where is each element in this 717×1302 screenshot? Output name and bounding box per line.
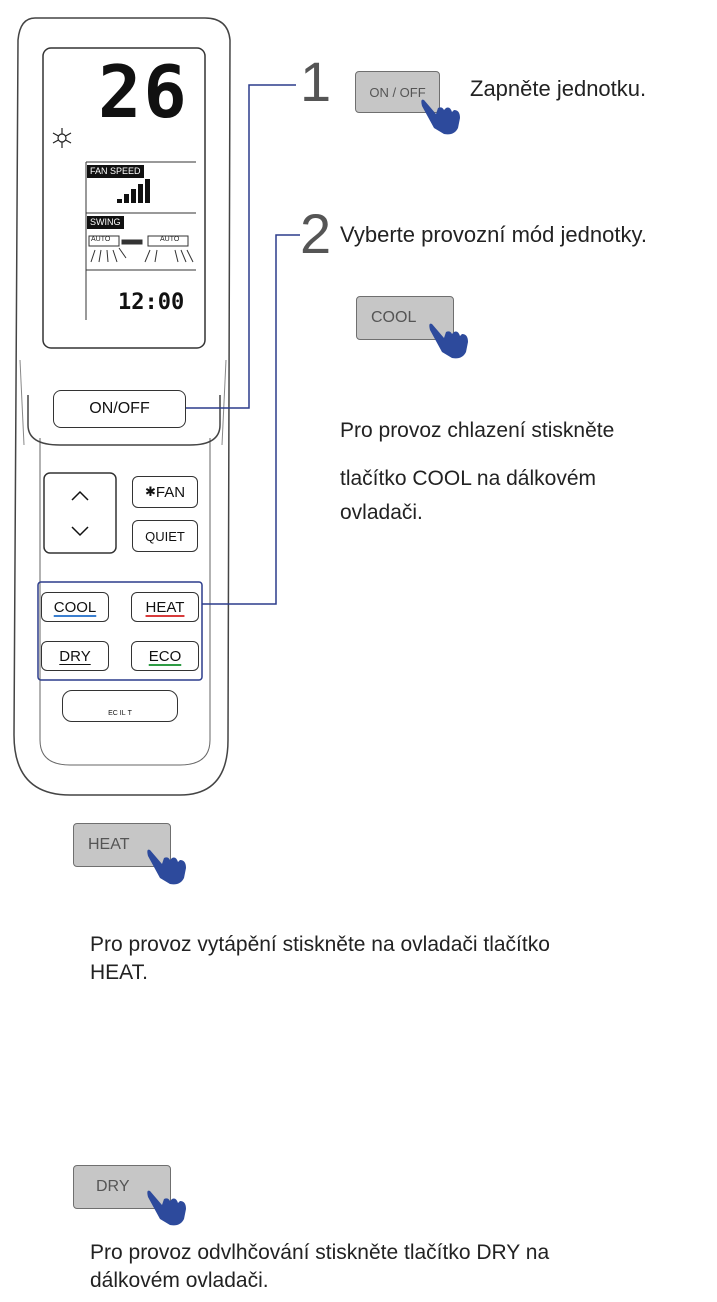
dry-instruction-button[interactable]: DRY <box>73 1165 171 1209</box>
fan-button-label: FAN <box>155 483 186 501</box>
step1-onoff-label: ON / OFF <box>369 84 426 100</box>
cool-text-line1: Pro provoz chlazení stiskněte <box>340 419 615 442</box>
eco-small-mid: IL <box>119 709 126 717</box>
hand-icon <box>147 849 186 885</box>
step1-onoff-button[interactable]: ON / OFF <box>355 71 440 113</box>
hand-icon <box>147 1190 186 1226</box>
swing-flaps-icon <box>88 235 194 263</box>
dry-button[interactable]: DRY <box>41 641 109 671</box>
cool-text-line3: ovladači. <box>340 501 423 524</box>
hand-icon <box>429 323 468 359</box>
dry-text-line2: dálkovém ovladači. <box>90 1269 269 1292</box>
down-arrow-icon <box>71 526 89 537</box>
quiet-button[interactable]: QUIET <box>132 520 198 552</box>
fan-speed-label: FAN SPEED <box>87 165 144 178</box>
eco-button[interactable]: ECO <box>131 641 199 671</box>
snowflake-icon <box>52 128 72 148</box>
eco-button-label: ECO <box>148 647 182 665</box>
heat-text-line2: HEAT. <box>90 961 148 984</box>
dry-text-line1: Pro provoz odvlhčování stiskněte tlačítk… <box>90 1241 550 1264</box>
step1-number: 1 <box>300 50 332 113</box>
heat-button-label: HEAT <box>145 598 185 616</box>
step2-text: Vyberte provozní mód jednotky. <box>340 222 647 247</box>
display-temperature: 26 <box>98 50 189 134</box>
heat-button[interactable]: HEAT <box>131 592 199 622</box>
swing-auto-left: AUTO <box>91 236 111 243</box>
cool-button-label: COOL <box>53 598 97 616</box>
fan-speed-bars <box>117 179 150 203</box>
fan-icon: ✱ <box>144 484 156 499</box>
eco-follow-button[interactable]: EC IL T <box>62 690 178 722</box>
eco-small-right: T <box>127 709 132 717</box>
onoff-button[interactable]: ON/OFF <box>53 390 186 428</box>
heat-text-line1: Pro provoz vytápění stiskněte na ovladač… <box>90 933 550 956</box>
cool-instruction-label: COOL <box>371 309 417 326</box>
cool-button[interactable]: COOL <box>41 592 109 622</box>
swing-auto-right: AUTO <box>160 236 180 243</box>
fan-button[interactable]: ✱ FAN <box>132 476 198 508</box>
display-time: 12:00 <box>118 290 185 315</box>
heat-instruction-button[interactable]: HEAT <box>73 823 171 867</box>
heat-instruction-label: HEAT <box>88 836 130 853</box>
up-arrow-icon <box>71 490 89 501</box>
cool-text-line2: tlačítko COOL na dálkovém <box>340 467 596 490</box>
swing-label: SWING <box>87 216 124 229</box>
eco-small-left: EC <box>108 709 118 717</box>
dry-button-label: DRY <box>59 647 91 665</box>
hand-icon <box>421 99 460 135</box>
dry-instruction-label: DRY <box>96 1178 130 1195</box>
step1-text: Zapněte jednotku. <box>470 76 647 101</box>
step2-number: 2 <box>300 202 332 265</box>
